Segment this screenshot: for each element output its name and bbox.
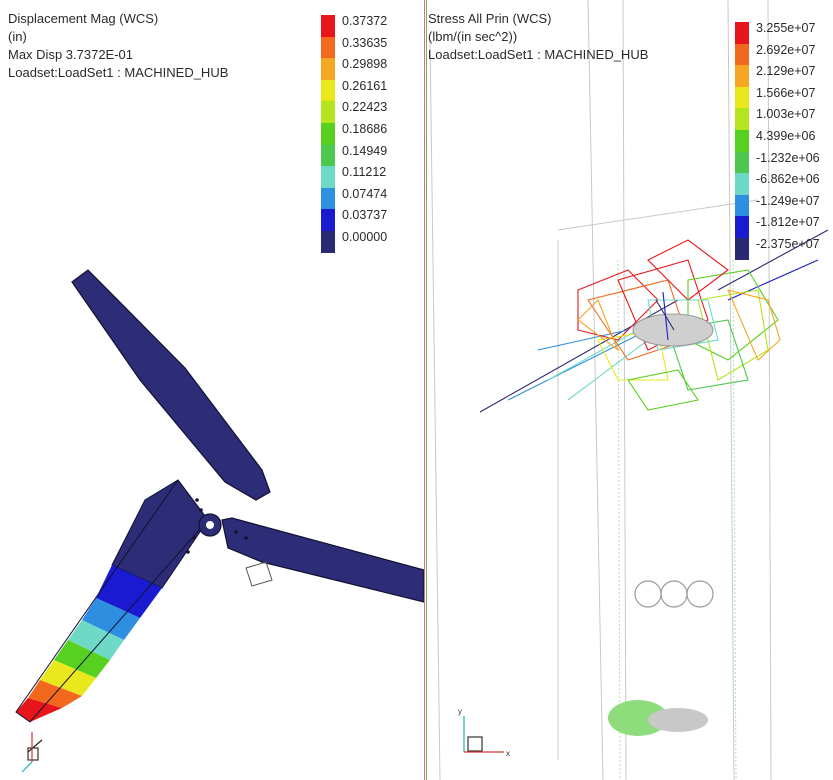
right-legend-value: 2.692e+07 bbox=[756, 42, 816, 57]
right-result-units: (lbm/(in sec^2)) bbox=[428, 29, 518, 44]
right-legend-value: -1.249e+07 bbox=[756, 193, 820, 208]
left-viewport-displacement[interactable]: Displacement Mag (WCS) (in) Max Disp 3.7… bbox=[0, 0, 424, 780]
left-legend-swatch bbox=[321, 144, 335, 167]
left-result-units: (in) bbox=[8, 29, 27, 44]
left-legend-swatch bbox=[321, 209, 335, 232]
right-legend-value: 1.566e+07 bbox=[756, 85, 816, 100]
right-legend-swatch bbox=[735, 194, 749, 217]
right-legend-value: -1.812e+07 bbox=[756, 215, 820, 230]
right-legend-swatch bbox=[735, 238, 749, 261]
right-legend-swatch bbox=[735, 22, 749, 45]
right-legend-value: -6.862e+06 bbox=[756, 172, 820, 187]
blade-lower-band-lightblue bbox=[82, 598, 140, 640]
left-legend-value: 0.22423 bbox=[342, 100, 388, 115]
viewport-divider-red bbox=[424, 0, 425, 780]
left-legend-swatch bbox=[321, 36, 335, 59]
left-legend-swatch bbox=[321, 101, 335, 124]
left-legend-swatch bbox=[321, 79, 335, 102]
right-legend-swatch bbox=[735, 43, 749, 66]
viewport-divider-green bbox=[426, 0, 427, 780]
right-legend-value: 3.255e+07 bbox=[756, 21, 816, 35]
left-result-title: Displacement Mag (WCS) bbox=[8, 11, 159, 26]
right-legend-value: -1.232e+06 bbox=[756, 150, 820, 165]
blade-lower-band-blue bbox=[96, 565, 162, 618]
left-legend-value: 0.07474 bbox=[342, 186, 388, 201]
left-legend-swatch bbox=[321, 15, 335, 38]
stress-model-graphic[interactable]: x y bbox=[428, 0, 833, 780]
right-legend-swatch bbox=[735, 108, 749, 131]
left-legend-value: 0.00000 bbox=[342, 230, 388, 244]
blade-right bbox=[221, 517, 424, 603]
right-legend-swatch bbox=[735, 65, 749, 88]
turbine-model-graphic[interactable] bbox=[0, 0, 424, 780]
triad-y-label: y bbox=[458, 707, 462, 716]
left-loadset-label: Loadset:LoadSet1 : MACHINED_HUB bbox=[8, 65, 229, 80]
blade-lower-band-cyan bbox=[68, 620, 124, 660]
left-legend-swatch bbox=[321, 187, 335, 210]
left-legend-swatch bbox=[321, 123, 335, 146]
blade-lower-band-green bbox=[54, 640, 110, 678]
right-legend-value: -2.375e+07 bbox=[756, 237, 820, 251]
right-header: Stress All Prin (WCS) (lbm/(in sec^2)) L… bbox=[428, 10, 648, 64]
right-legend-value: 4.399e+06 bbox=[756, 129, 816, 143]
axis-triad-left bbox=[21, 732, 43, 773]
left-legend-value: 0.14949 bbox=[342, 143, 388, 158]
right-legend-swatch bbox=[735, 216, 749, 239]
right-legend-value: 2.129e+07 bbox=[756, 64, 816, 79]
left-legend-value: 0.03737 bbox=[342, 208, 388, 223]
right-legend-swatch bbox=[735, 173, 749, 196]
left-legend-swatch bbox=[321, 58, 335, 81]
left-legend-value: 0.11212 bbox=[342, 165, 387, 180]
lower-fastener bbox=[608, 700, 708, 736]
right-legend-value: 1.003e+07 bbox=[756, 107, 816, 122]
left-legend-value: 0.18686 bbox=[342, 122, 388, 136]
left-legend-value: 0.33635 bbox=[342, 35, 388, 50]
blade-upper bbox=[71, 269, 271, 501]
blade-lower-band-red bbox=[16, 698, 62, 722]
right-loadset-label: Loadset:LoadSet1 : MACHINED_HUB bbox=[428, 47, 649, 62]
right-viewport-stress[interactable]: x y Stress All Prin (WCS) (lbm/(in sec^2… bbox=[428, 0, 833, 780]
left-legend-value: 0.37372 bbox=[342, 14, 388, 28]
left-legend-swatch bbox=[321, 231, 335, 254]
left-header: Displacement Mag (WCS) (in) Max Disp 3.7… bbox=[8, 10, 228, 82]
right-result-title: Stress All Prin (WCS) bbox=[428, 11, 552, 26]
bolt-holes bbox=[634, 580, 714, 608]
triad-x-label: x bbox=[506, 749, 510, 758]
right-legend-swatch bbox=[735, 151, 749, 174]
right-legend-swatch bbox=[735, 130, 749, 153]
right-legend-swatch bbox=[735, 86, 749, 109]
left-legend-value: 0.26161 bbox=[342, 78, 388, 93]
left-legend-value: 0.29898 bbox=[342, 57, 388, 72]
axis-triad-right: x y bbox=[458, 707, 510, 758]
left-legend-swatch bbox=[321, 166, 335, 189]
blade-lower-band-yellow bbox=[40, 660, 96, 696]
stress-glyph-cluster bbox=[479, 229, 829, 413]
max-disp-label: Max Disp 3.7372E-01 bbox=[8, 47, 134, 62]
